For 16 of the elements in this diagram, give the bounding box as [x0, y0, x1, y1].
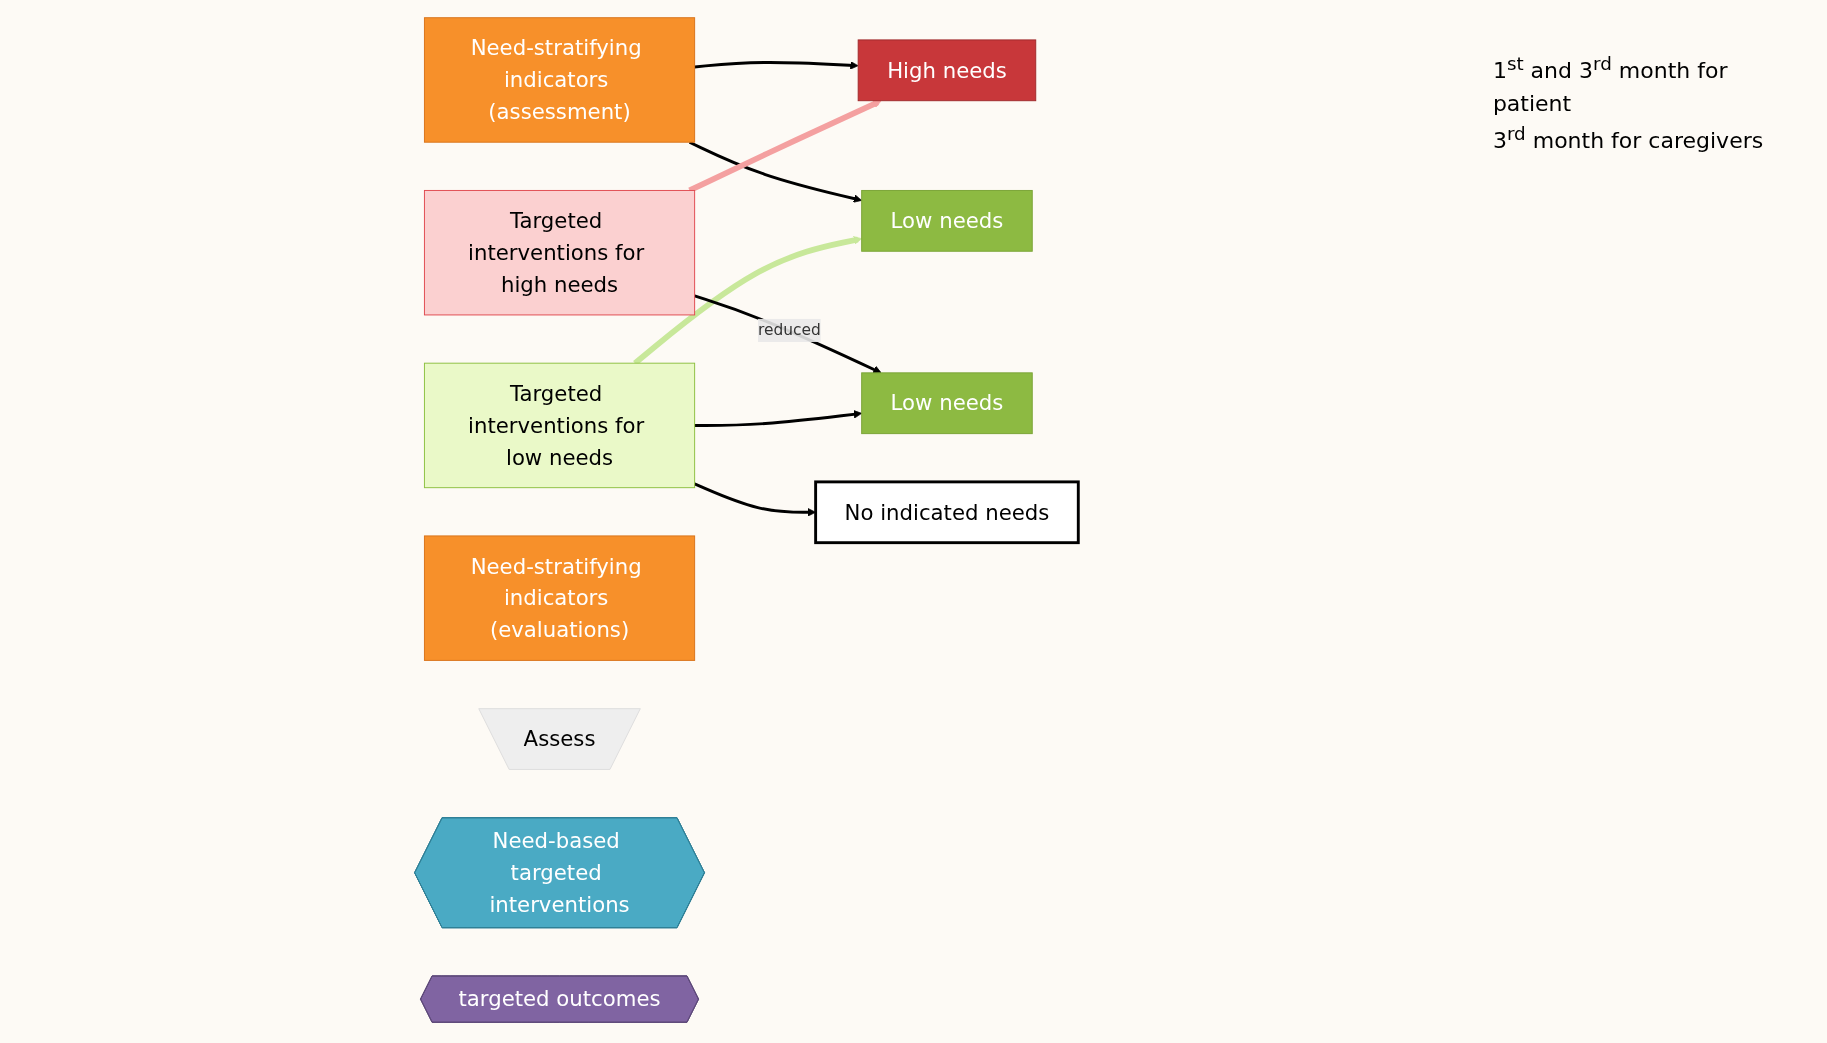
node-box: Low needs — [861, 372, 1033, 435]
arrow — [694, 294, 882, 374]
arrow — [694, 482, 816, 517]
arrow — [688, 99, 882, 194]
node-box: No indicated needs — [814, 480, 1080, 545]
node-box: Low needs — [861, 189, 1033, 252]
arrow — [688, 140, 863, 203]
node-box: Need-stratifying indicators (evaluations) — [423, 535, 696, 661]
arrow — [694, 410, 863, 427]
edge-label: reduced — [758, 320, 821, 340]
node-box: Need-stratifying indicators (assessment) — [423, 17, 696, 143]
node-box: High needs — [857, 39, 1037, 102]
node-box: Targeted interventions for low needs — [423, 362, 696, 489]
note-text: 3$^{rd}$ month for caregivers — [1492, 122, 1765, 156]
node-box: Targeted interventions for high needs — [423, 189, 696, 316]
arrow — [694, 61, 859, 70]
